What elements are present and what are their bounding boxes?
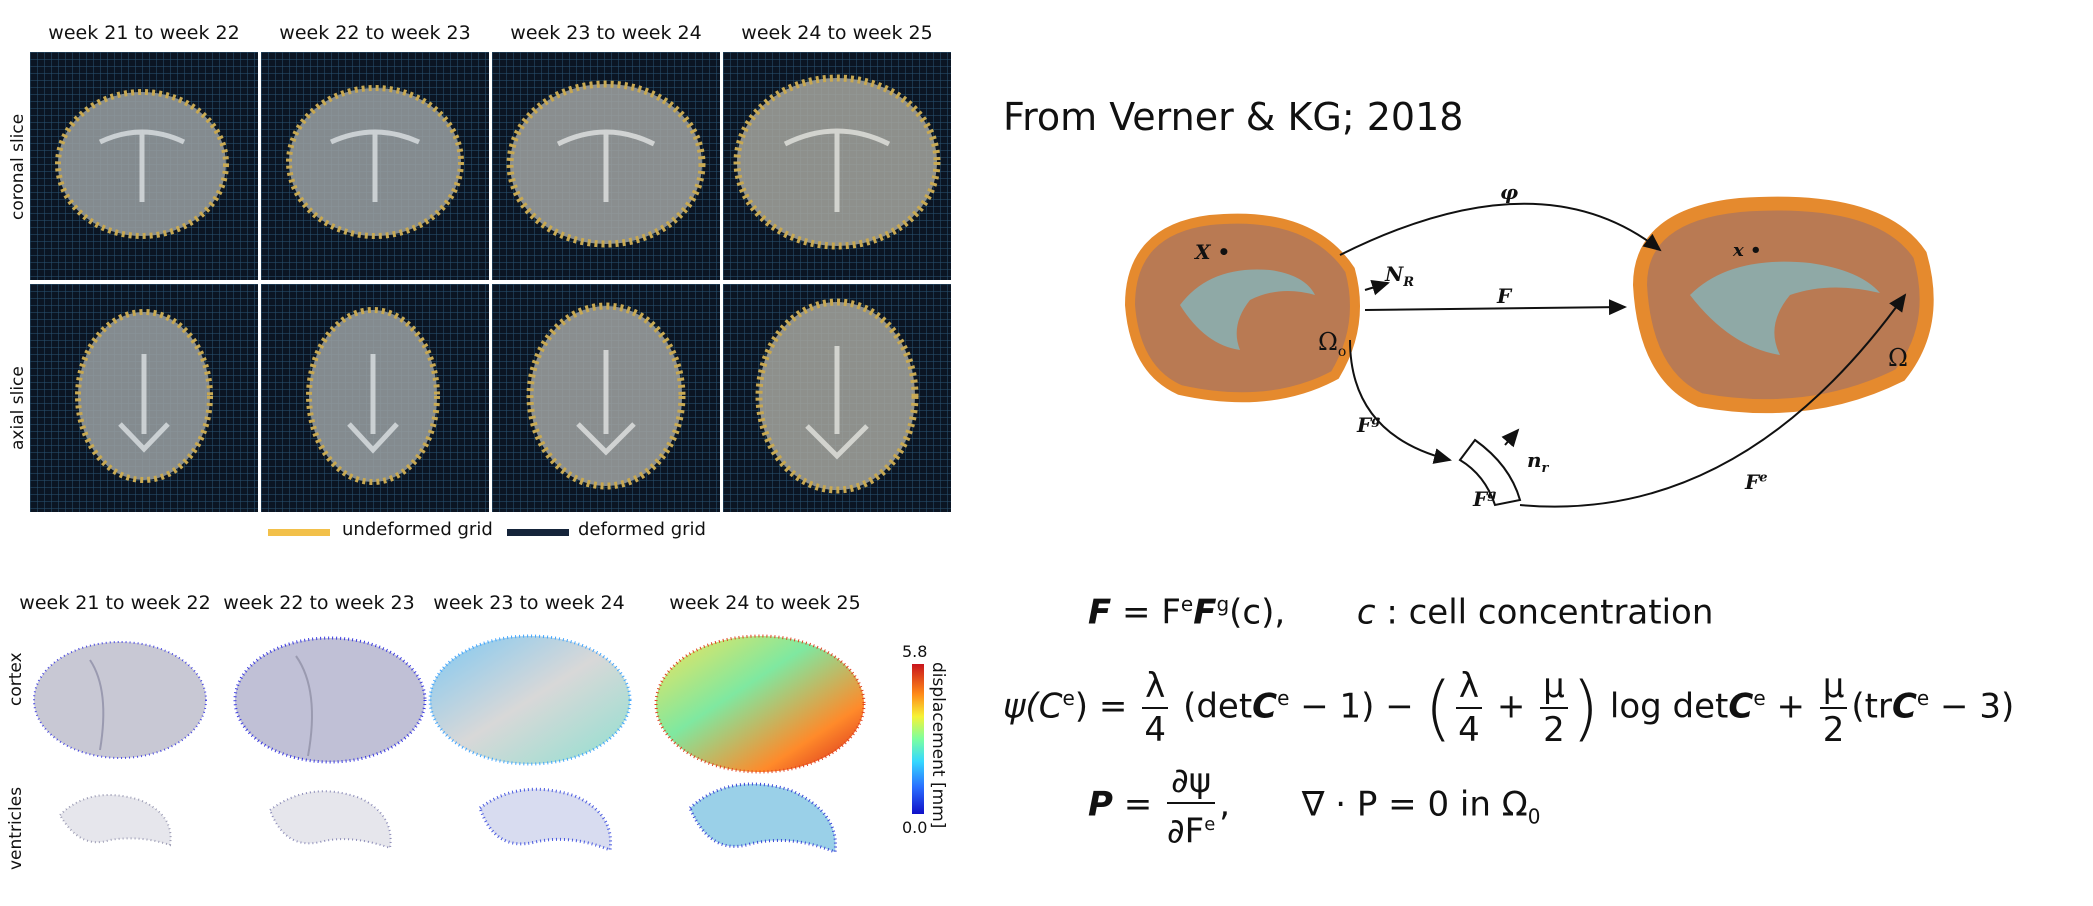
mri-axial-panel [261, 284, 489, 512]
ventricle-mesh [688, 782, 837, 855]
mri-coronal-panel [492, 52, 720, 280]
mri-coronal-panel [261, 52, 489, 280]
row-label: coronal slice [8, 113, 28, 220]
row-label: ventricles [6, 786, 26, 870]
col-label: week 22 to week 23 [223, 592, 415, 614]
omega0-label: Ωo [1318, 328, 1347, 360]
nr-label: nr [1527, 448, 1549, 476]
Fg-label: Fg [1357, 413, 1381, 437]
cortex-ventricle-renderings [33, 634, 866, 855]
col-label: week 24 to week 25 [741, 22, 933, 44]
omega-label: Ω [1888, 344, 1908, 372]
equation-stress-equilibrium: P = ∂ψ∂Fe, ∇ · P = 0 in Ω0 [1088, 761, 1541, 852]
Fe-label: Fe [1745, 470, 1768, 494]
x-label: x • [1733, 240, 1762, 261]
growth-decomposition-diagram [1124, 196, 1934, 508]
citation: From Verner & KG; 2018 [1003, 95, 1464, 139]
mri-coronal-panel [723, 52, 951, 280]
ventricle-mesh [58, 794, 172, 847]
legend-label: deformed grid [578, 519, 706, 540]
colorbar-max: 5.8 [902, 642, 928, 661]
N-R-label: NR [1385, 262, 1415, 290]
displacement-colorbar [912, 664, 924, 814]
ventricle-mesh [478, 787, 613, 853]
col-label: week 21 to week 22 [19, 592, 211, 614]
colorbar-label: displacement [mm] [928, 662, 948, 829]
ventricle-mesh [268, 790, 392, 850]
mri-axial-panel [723, 284, 951, 512]
cortex-mesh [33, 641, 207, 759]
col-label: week 23 to week 24 [433, 592, 625, 614]
equation-deformation-gradient: F = FeFg(c), c : cell concentration [1088, 592, 1714, 633]
F-label: F [1497, 284, 1512, 308]
Fg-element-label: Fg [1473, 487, 1497, 511]
phi-label: φ [1500, 180, 1519, 204]
row-label: axial slice [8, 366, 28, 450]
colorbar-min: 0.0 [902, 818, 928, 837]
mri-axial-panel [492, 284, 720, 512]
current-brain [1632, 196, 1934, 414]
deformed-grid-swatch [507, 529, 569, 536]
mri-coronal-panel [30, 52, 258, 280]
cortex-mesh [428, 634, 632, 766]
col-label: week 21 to week 22 [48, 22, 240, 44]
volume-element [1458, 438, 1522, 507]
cortex-mesh [233, 636, 427, 764]
legend-label: undeformed grid [342, 519, 493, 540]
col-label: week 22 to week 23 [279, 22, 471, 44]
X-label: X • [1195, 240, 1231, 264]
undeformed-grid-swatch [268, 529, 330, 536]
mri-axial-panel [30, 284, 258, 512]
col-label: week 23 to week 24 [510, 22, 702, 44]
row-label: cortex [6, 652, 26, 706]
cortex-mesh [654, 634, 866, 774]
col-label: week 24 to week 25 [669, 592, 861, 614]
